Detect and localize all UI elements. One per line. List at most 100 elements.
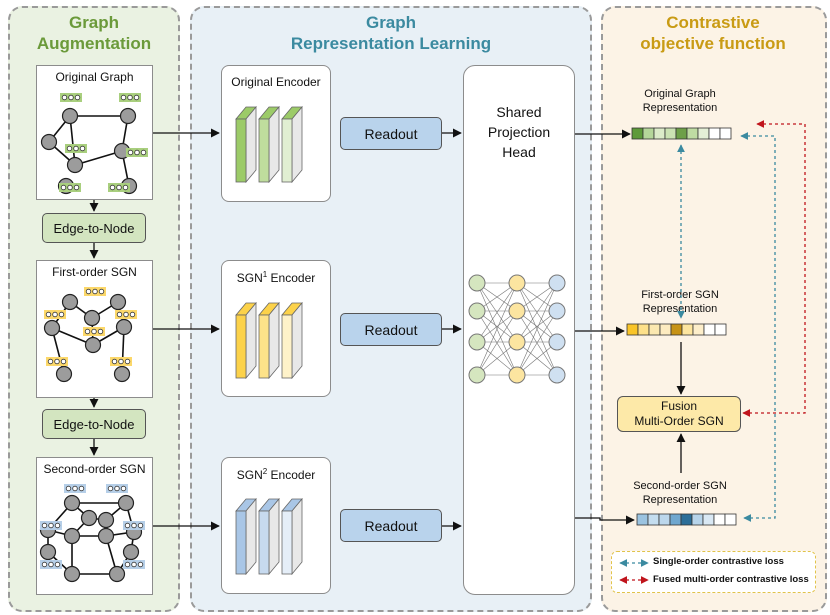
second-representation-vector-cell (680, 513, 693, 526)
first-representation-vector-cell (648, 323, 661, 336)
projection-network-edge (516, 310, 558, 376)
sgn1-encoder-label: SGN1 Encoder (221, 270, 331, 285)
first-order-graph-feature-tag-dot (45, 311, 52, 318)
first-order-graph-feature-tag-dot (118, 358, 124, 365)
first-order-graph-feature-tag-dot (97, 328, 104, 335)
first-order-graph-node (113, 365, 131, 383)
sgn2-encoder-slab-side (291, 497, 303, 576)
second-order-graph-feature-tag-dot (131, 522, 137, 529)
original-graph-feature-tag-dot (109, 184, 116, 191)
projection-network-node (508, 366, 526, 384)
edge-to-node-button-1[interactable]: Edge-to-Node (42, 213, 146, 243)
sgn2-encoder-sup: 2 (262, 467, 268, 476)
first-order-graph-feature-tag-dot (84, 328, 91, 335)
first-representation-vector-cell (670, 323, 683, 336)
projection-network-node (508, 274, 526, 292)
second-order-graph-feature-tag-dot (107, 485, 114, 492)
original-rep-line1: Original Graph (644, 88, 716, 100)
second-order-graph-feature-tag-dot (78, 485, 85, 492)
readout-button-2[interactable]: Readout (340, 313, 442, 346)
projection-head-line2: Projection (487, 124, 551, 140)
first-order-graph-node (83, 309, 101, 327)
first-order-graph-node (61, 293, 79, 311)
representation-title-line1: Graph (365, 13, 417, 32)
second-order-graph-feature-tag-dot (137, 522, 144, 529)
original-graph-node (61, 107, 79, 125)
first-order-graph-feature-tag-dot (123, 311, 129, 318)
first-representation-vector-cell (692, 323, 705, 336)
original-encoder-slab-side (268, 105, 280, 184)
second-order-graph-node (97, 511, 115, 529)
projection-network-edge (476, 282, 518, 343)
second-order-graph-feature-tag-dot (41, 561, 48, 568)
original-graph-feature-tag-dot (134, 149, 140, 156)
original-representation-vector-cell (719, 127, 732, 140)
legend-single-label: Single-order contrastive loss (653, 556, 784, 567)
augmentation-title-line2: Augmentation (36, 34, 152, 53)
second-order-graph-node (108, 565, 126, 583)
projection-network-node (508, 302, 526, 320)
original-graph-feature-tag-dot (79, 145, 86, 152)
original-graph-feature-tag-dot (120, 94, 127, 101)
second-order-graph-node (39, 543, 57, 561)
second-order-graph-feature-tag-dot (54, 522, 61, 529)
first-order-graph-feature-tag-dot (85, 288, 92, 295)
fusion-multi-order-box[interactable]: Fusion Multi-Order SGN (617, 396, 741, 432)
sgn1-encoder-slab-front (235, 314, 247, 379)
projection-network-node (508, 333, 526, 351)
first-representation-vector-cell (681, 323, 694, 336)
edge-to-node-button-2[interactable]: Edge-to-Node (42, 409, 146, 439)
projection-network-node (548, 366, 566, 384)
second-rep-line1: Second-order SGN (633, 480, 727, 492)
projection-head-line3: Head (502, 144, 536, 160)
second-order-graph-feature-tag-dot (48, 561, 54, 568)
first-order-graph-feature-tag-dot (111, 358, 118, 365)
sgn1-encoder-prefix: SGN (236, 271, 263, 285)
projection-network-node (548, 333, 566, 351)
original-representation-vector-cell (664, 127, 677, 140)
second-order-graph-node (122, 543, 140, 561)
original-rep-line2: Representation (642, 102, 718, 114)
first-order-graph-feature-tag-dot (52, 311, 58, 318)
projection-network-node (468, 366, 486, 384)
second-order-graph-feature-tag-dot (48, 522, 54, 529)
single-loss-original-second (740, 132, 776, 522)
sgn2-encoder-slab-front (258, 510, 270, 575)
projection-head-label: Shared Projection Head (463, 102, 575, 162)
original-graph-feature-tag-dot (60, 184, 67, 191)
sgn2-encoder-label: SGN2 Encoder (221, 467, 331, 482)
projection-head-box (463, 65, 575, 595)
original-graph-node (40, 133, 58, 151)
second-representation-vector-cell (658, 513, 671, 526)
contrastive-panel (601, 6, 827, 612)
legend-box (611, 551, 816, 593)
sgn2-encoder-slab-side (268, 497, 280, 576)
fusion-line1: Fusion (660, 399, 698, 413)
fusion-line2: Multi-Order SGN (634, 414, 724, 428)
first-representation-vector-cell (714, 323, 727, 336)
sgn2-encoder-slab-side (245, 497, 257, 576)
original-representation-vector-cell (686, 127, 699, 140)
second-order-graph-node (117, 494, 135, 512)
original-representation-vector-cell (642, 127, 655, 140)
first-order-graph-feature-tag-dot (116, 311, 123, 318)
first-order-graph-feature-tag-dot (58, 311, 65, 318)
original-graph-feature-tag-dot (133, 94, 140, 101)
second-order-graph-feature-tag-dot (131, 561, 137, 568)
readout-button-3[interactable]: Readout (340, 509, 442, 542)
augmentation-title: Graph Augmentation (10, 12, 178, 54)
projection-network-edge (476, 310, 518, 376)
second-order-graph-feature-tag-dot (120, 485, 127, 492)
sgn2-encoder-slab-front (235, 510, 247, 575)
first-representation-vector-cell (626, 323, 639, 336)
original-representation-vector-cell (631, 127, 644, 140)
second-representation-vector-cell (702, 513, 715, 526)
projection-network-edge (476, 341, 518, 376)
first-order-graph-feature-tag-dot (124, 358, 131, 365)
original-representation-vector-cell (653, 127, 666, 140)
original-graph-edge (69, 115, 76, 166)
readout-button-1[interactable]: Readout (340, 117, 442, 150)
sgn1-encoder-slab-front (281, 314, 293, 379)
projection-network-node (548, 302, 566, 320)
original-encoder-slab-front (235, 118, 247, 183)
